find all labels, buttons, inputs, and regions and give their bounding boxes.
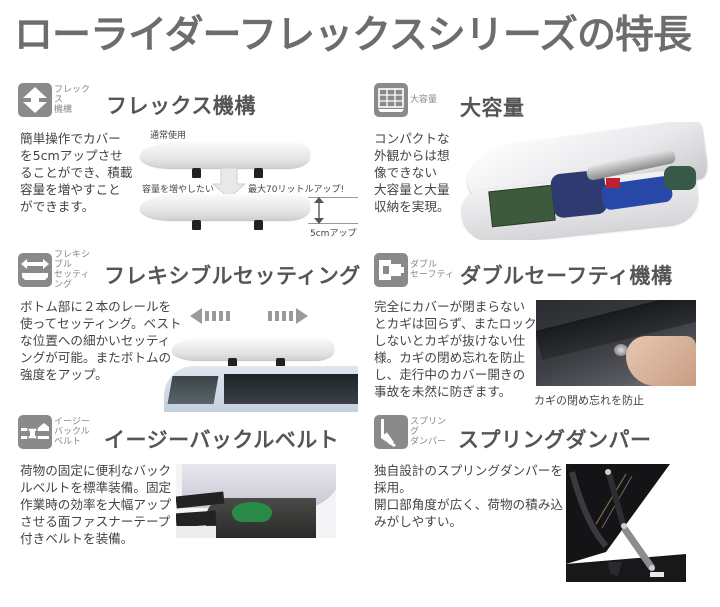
section-heading: ダブルセーフティ機構 [460,264,673,288]
section-damper-head: スプリング ダンパー [374,412,454,452]
mount-foot [254,220,263,230]
section-damper: スプリング ダンパー スプリングダンパー 独自設計のスプリングダンパーを 採用。… [374,412,720,602]
roof-box-raised [140,194,310,220]
roof-box-normal [140,142,310,168]
label-normal-use: 通常使用 [150,131,187,141]
cargo-green-tent [664,166,696,190]
page-title: ローライダーフレックスシリーズの特長 [14,13,692,58]
double-arrow-icon [314,197,324,224]
left-right-arrow-icon [18,253,52,287]
grid-storage-icon [374,83,408,117]
guide-line [308,197,358,198]
buckle-belt-photo [176,464,336,538]
open-roof-box-photo [456,122,718,240]
guide-line [308,223,358,224]
section-buckle: イージー バックル ベルト イージーバックルベルト 荷物の固定に便利なバック ル… [18,412,358,572]
icon-label: 大容量 [410,95,438,105]
car-window-rear [224,374,358,404]
mount-foot [192,168,201,178]
mount-foot [192,220,201,230]
section-double-safety-head: ダブル セーフティ [374,250,454,290]
section-heading: スプリングダンパー [458,428,652,452]
icon-label: スプリング ダンパー [410,417,447,447]
section-flex-head: フレックス 機構 [18,80,98,120]
car-window-front [167,376,219,404]
icon-label: ダブル セーフティ [410,260,454,280]
section-double-safety: ダブル セーフティ ダブルセーフティ機構 完全にカバーが閉まらない とカギは回ら… [374,250,720,410]
spring-damper-icon [374,415,408,449]
section-body: 荷物の固定に便利なバック ルベルトを標準装備。固定 作業時の効率を大幅アップ さ… [20,463,172,546]
box-base-edge [176,526,216,538]
section-flexible-head: フレキシブル セッティング [18,250,98,290]
label-increase: 容量を増やしたい [142,185,215,195]
key-lock-photo [536,300,696,386]
car-roof-box-photo [164,302,358,412]
section-body: 完全にカバーが閉まらない とカギは回らず、またロック しないとカギが抜けない仕 … [374,299,537,399]
arm [176,510,217,528]
buckle-belt-icon [18,415,52,449]
cargo-green-case [488,184,556,228]
section-flexible: フレキシブル セッティング フレキシブルセッティング ボトム部に２本のレールを … [18,250,361,412]
section-buckle-head: イージー バックル ベルト [18,412,98,452]
key-lock-icon [374,253,408,287]
photo-caption: カギの閉め忘れを防止 [534,394,644,407]
mount-foot [276,358,285,368]
icon-label: イージー バックル ベルト [54,417,90,447]
section-heading: フレックス機構 [106,94,256,118]
icon-label: フレキシブル セッティング [54,250,91,290]
label-5cm-up: 5cmアップ [310,229,357,239]
section-body: 独自設計のスプリングダンパーを 採用。 開口部角度が広く、荷物の積み込 みがしや… [374,463,563,529]
lock-cylinder [614,344,628,356]
section-heading: イージーバックルベルト [104,428,340,452]
label-max-70l: 最大70リットルアップ! [248,185,345,195]
spring-damper-photo [566,464,686,582]
slide-arrows-icon [190,308,308,324]
mount-foot [228,358,237,368]
cargo-red-item [606,178,620,188]
section-flex: フレックス 機構 フレックス機構 簡単操作でカバー を5cmアップさせ ることが… [18,80,358,240]
flex-diagram: 通常使用 容量を増やしたい 最大70リットルアップ! 5cmアップ [136,128,358,240]
section-body: 簡単操作でカバー を5cmアップさせ ることができ、積載 容量を増やすこと がで… [20,131,133,214]
section-capacity: 大容量 大容量 コンパクトな 外観からは想 像できない 大容量と大量 収納を実現… [374,80,720,240]
section-capacity-head: 大容量 [374,80,454,120]
section-body: コンパクトな 外観からは想 像できない 大容量と大量 収納を実現。 [374,131,450,214]
section-body: ボトム部に２本のレールを 使ってセッティング。ベスト な位置への細かいセッティ … [20,299,182,382]
hand [626,336,696,386]
mount-foot [254,168,263,178]
down-arrow-icon [212,168,246,198]
section-heading: 大容量 [460,96,525,120]
section-heading: フレキシブルセッティング [104,264,361,288]
roof-box [172,338,334,360]
damper-photo-shape [566,464,686,582]
green-item [232,502,272,522]
up-down-arrow-icon [18,83,52,117]
icon-label: フレックス 機構 [54,85,91,115]
